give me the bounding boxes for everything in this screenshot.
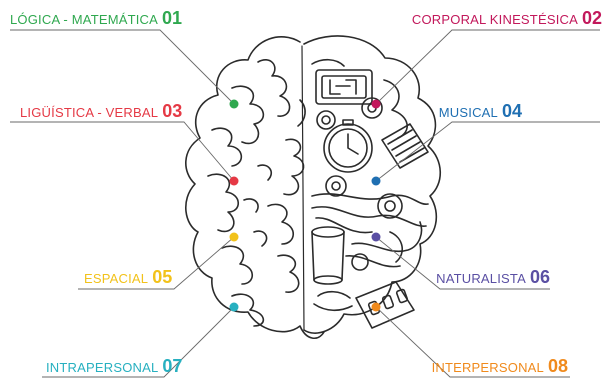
label-05-text: ESPACIAL <box>84 271 148 286</box>
dot-08 <box>372 303 381 312</box>
label-01: LÓGICA - MATEMÁTICA 01 <box>10 9 182 28</box>
label-08-text: INTERPERSONAL <box>432 360 544 375</box>
label-04-number: 04 <box>502 101 522 121</box>
label-06: NATURALISTA 06 <box>436 268 550 287</box>
label-07: INTRAPERSONAL 07 <box>46 357 182 376</box>
dot-01 <box>230 100 239 109</box>
label-07-number: 07 <box>162 356 182 376</box>
leader-line-03 <box>10 122 234 181</box>
label-02: CORPORAL KINESTÉSICA 02 <box>412 9 602 28</box>
label-01-text: LÓGICA - MATEMÁTICA <box>10 12 158 27</box>
cylinder-icon <box>312 227 344 284</box>
label-03-text: LIGÜÍSTICA - VERBAL <box>20 105 158 120</box>
dot-02 <box>372 100 381 109</box>
dot-06 <box>372 233 381 242</box>
circuit-board-icon <box>316 70 372 104</box>
label-08: INTERPERSONAL 08 <box>432 357 568 376</box>
label-04: MUSICAL 04 <box>439 102 522 121</box>
label-05-number: 05 <box>152 267 172 287</box>
label-05: ESPACIAL 05 <box>84 268 172 287</box>
label-06-number: 06 <box>530 267 550 287</box>
label-08-number: 08 <box>548 356 568 376</box>
label-04-text: MUSICAL <box>439 105 498 120</box>
label-03-number: 03 <box>162 101 182 121</box>
label-07-text: INTRAPERSONAL <box>46 360 158 375</box>
label-02-number: 02 <box>582 8 602 28</box>
dot-05 <box>230 233 239 242</box>
label-06-text: NATURALISTA <box>436 271 526 286</box>
label-02-text: CORPORAL KINESTÉSICA <box>412 12 578 27</box>
dot-04 <box>372 177 381 186</box>
label-01-number: 01 <box>162 8 182 28</box>
dot-07 <box>230 303 239 312</box>
dot-03 <box>230 177 239 186</box>
battery-icon <box>356 282 414 328</box>
leader-line-01 <box>10 30 234 104</box>
label-03: LIGÜÍSTICA - VERBAL 03 <box>20 102 182 121</box>
